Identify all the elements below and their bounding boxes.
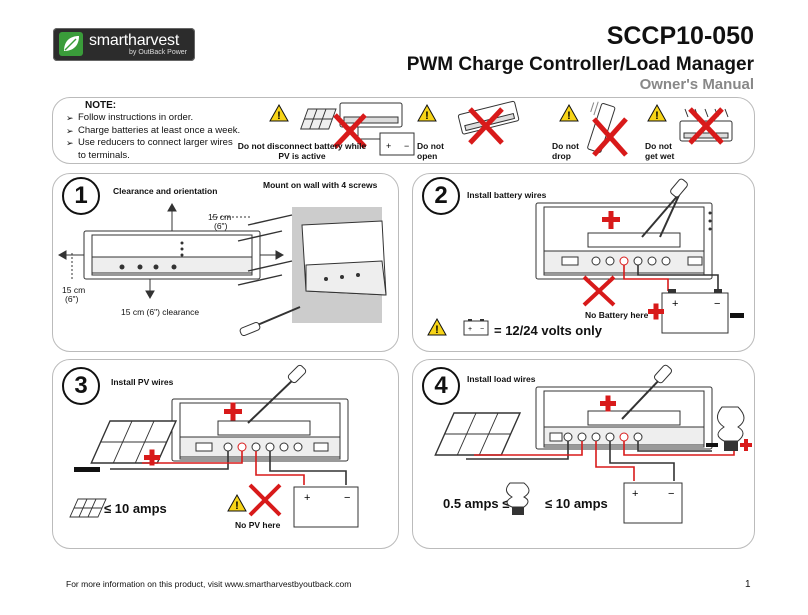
doc-type: Owner's Manual (639, 76, 754, 93)
battery-icon: +− (379, 132, 415, 156)
minus-icon (730, 313, 744, 318)
svg-text:!: ! (235, 500, 239, 512)
plus-icon (144, 449, 160, 466)
note-list: Follow instructions in order. Charge bat… (66, 112, 240, 162)
svg-text:!: ! (435, 324, 439, 336)
screwdriver-icon (239, 306, 301, 337)
falling-controller-icon (587, 101, 616, 153)
battery-icon: +− (293, 486, 359, 528)
left-clearance-in: (6") (65, 294, 79, 304)
warning-icon: ! (269, 103, 289, 122)
top-clearance-in: (6") (214, 221, 228, 231)
step-2-diagram: +− ! +− (427, 178, 744, 336)
svg-text:−: − (668, 488, 674, 500)
solar-panel-icon (434, 412, 522, 456)
warning-icon: ! (227, 493, 247, 512)
svg-text:−: − (344, 492, 350, 504)
top-clearance: 15 cm (208, 212, 232, 222)
cfl-bulb-icon (717, 406, 745, 451)
step-3-title: Install PV wires (111, 377, 174, 387)
product-title: PWM Charge Controller/Load Manager (406, 54, 754, 75)
brand-sub: by OutBack Power (129, 49, 187, 56)
plus-icon (600, 395, 616, 412)
prohibited-x-icon (582, 275, 616, 307)
prohibited-x-icon (468, 107, 504, 145)
step-number: 4 (422, 367, 460, 405)
minus-icon (706, 443, 718, 447)
step-number: 2 (422, 177, 460, 215)
model-title: SCCP10-050 (606, 22, 754, 50)
solar-panel-small-icon (69, 498, 107, 518)
bottom-clearance: 15 cm (6") clearance (121, 307, 200, 317)
mount-instruction: Mount on wall with 4 screws (263, 180, 378, 190)
minus-icon (74, 467, 100, 472)
list-item: Follow instructions in order. (66, 112, 240, 125)
step-number: 3 (62, 367, 100, 405)
solar-panel-icon (90, 420, 178, 464)
page-number: 1 (745, 579, 751, 590)
leaf-icon (59, 32, 83, 56)
warning-icon: ! (647, 103, 667, 122)
battery-icon: +− (661, 289, 729, 334)
solar-panel-icon (300, 108, 337, 130)
warning-icon: ! (417, 103, 437, 122)
step-4-diagram: +− (434, 364, 752, 524)
step-1-title: Clearance and orientation (113, 186, 218, 196)
svg-text:+: + (386, 141, 391, 151)
cfl-bulb-small-icon (506, 482, 530, 515)
controller-front (83, 230, 261, 280)
prohibited-x-icon (248, 483, 282, 517)
battery-icon: +− (623, 482, 683, 524)
load-amps-low: 0.5 amps ≤ (443, 496, 510, 511)
controller-front (171, 398, 349, 462)
step-2-title: Install battery wires (467, 190, 547, 200)
svg-text:!: ! (277, 110, 281, 122)
prohibited-x-icon (688, 107, 724, 145)
load-amps-high: ≤ 10 amps (545, 496, 608, 511)
svg-text:+: + (672, 298, 678, 310)
plus-icon (602, 211, 620, 229)
no-pv-label: No PV here (235, 520, 281, 530)
wall-mount (292, 207, 387, 323)
svg-text:+: + (468, 326, 472, 333)
svg-text:−: − (480, 326, 484, 333)
volts-label: = 12/24 volts only (494, 323, 603, 338)
footer-text: For more information on this product, vi… (66, 579, 352, 589)
plus-icon (740, 439, 752, 451)
step-3-diagram: +− ! (69, 364, 359, 528)
pv-amps-label: ≤ 10 amps (104, 501, 167, 516)
left-clearance: 15 cm (62, 285, 86, 295)
plus-icon (224, 402, 242, 421)
warning-open: Do not open (417, 141, 444, 161)
prohibited-x-icon (592, 117, 628, 157)
warning-icon: ! (559, 103, 579, 122)
no-battery-label: No Battery here (585, 310, 649, 320)
svg-text:!: ! (567, 110, 571, 122)
svg-text:−: − (404, 141, 409, 151)
svg-text:!: ! (655, 110, 659, 122)
brand-logo: smartharvest by OutBack Power (53, 28, 195, 61)
warning-pv-active: Do not disconnect battery while PV is ac… (237, 141, 367, 161)
svg-text:!: ! (425, 110, 429, 122)
warning-wet: Do not get wet (645, 141, 675, 161)
brand-name: smartharvest (89, 32, 180, 49)
warning-drop: Do not drop (552, 141, 579, 161)
controller-icon (339, 102, 403, 128)
prohibited-x-icon (333, 113, 367, 149)
controller-front (535, 202, 713, 280)
svg-text:−: − (714, 298, 720, 310)
battery-icon: +− (463, 319, 489, 336)
svg-text:+: + (304, 492, 310, 504)
list-item: Charge batteries at least once a week. (66, 125, 240, 138)
step-1-diagram (57, 202, 387, 337)
list-item: Use reducers to connect larger wires to … (66, 137, 236, 162)
note-title: NOTE: (85, 100, 117, 111)
plus-icon (648, 303, 664, 320)
step-4-title: Install load wires (467, 374, 536, 384)
controller-front (535, 386, 713, 450)
step-number: 1 (62, 177, 100, 215)
svg-text:+: + (632, 488, 638, 500)
warning-illustrations: ! +− ! ! ! (269, 100, 733, 157)
warning-icon: ! (427, 317, 447, 336)
